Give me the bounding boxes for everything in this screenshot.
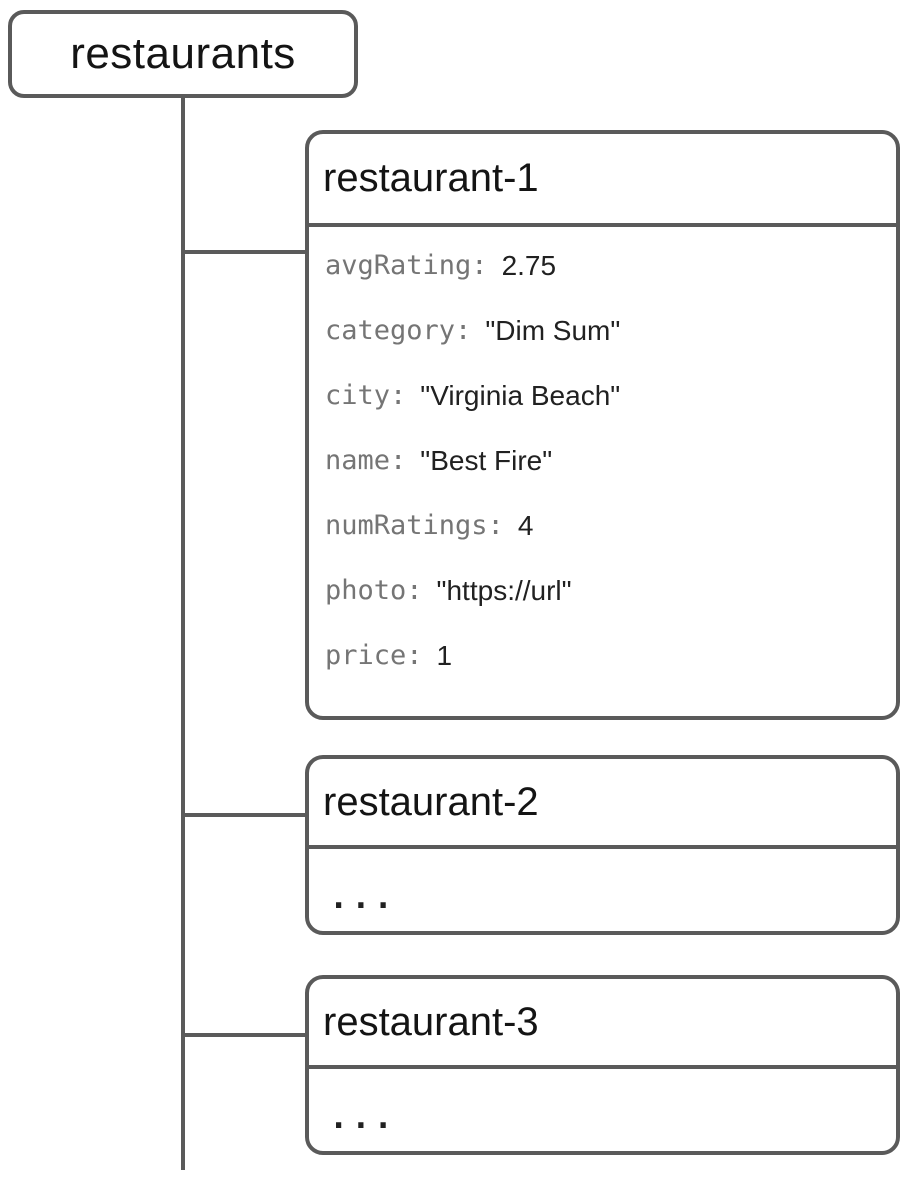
node-fields-collapsed: ... xyxy=(309,1069,896,1151)
field-value: 1 xyxy=(436,639,453,671)
node-header: restaurant-3 xyxy=(309,979,896,1069)
field-key: avgRating: xyxy=(325,250,488,281)
node-restaurant-1: restaurant-1 avgRating: 2.75 category: "… xyxy=(305,130,900,720)
collapsed-fields-ellipsis: ... xyxy=(329,1098,396,1136)
node-fields-collapsed: ... xyxy=(309,849,896,931)
tree-branch-line-2 xyxy=(183,813,309,817)
field-key: photo: xyxy=(325,575,423,606)
field-key: category: xyxy=(325,315,472,346)
field-value: "Virginia Beach" xyxy=(420,379,621,411)
field-row: category: "Dim Sum" xyxy=(325,298,896,363)
field-key: numRatings: xyxy=(325,510,504,541)
node-restaurants: restaurants xyxy=(8,10,358,98)
field-row: avgRating: 2.75 xyxy=(325,233,896,298)
field-value: "Best Fire" xyxy=(420,444,553,476)
field-row: city: "Virginia Beach" xyxy=(325,363,896,428)
node-header: restaurant-2 xyxy=(309,759,896,849)
field-key: city: xyxy=(325,380,407,411)
node-restaurant-2: restaurant-2 ... xyxy=(305,755,900,935)
field-row: name: "Best Fire" xyxy=(325,428,896,493)
tree-branch-line-1 xyxy=(183,250,309,254)
field-value: 4 xyxy=(517,509,534,541)
node-title: restaurant-1 xyxy=(323,156,539,200)
node-title: restaurant-2 xyxy=(323,779,539,824)
node-header: restaurant-1 xyxy=(309,134,896,227)
node-title: restaurant-3 xyxy=(323,999,539,1044)
field-key: name: xyxy=(325,445,407,476)
tree-branch-line-3 xyxy=(183,1033,309,1037)
field-row: price: 1 xyxy=(325,623,896,688)
collapsed-fields-ellipsis: ... xyxy=(329,878,396,916)
field-row: numRatings: 4 xyxy=(325,493,896,558)
field-value: "https://url" xyxy=(436,574,572,606)
field-value: "Dim Sum" xyxy=(485,314,621,346)
node-restaurant-3: restaurant-3 ... xyxy=(305,975,900,1155)
field-value: 2.75 xyxy=(501,249,557,281)
field-row: photo: "https://url" xyxy=(325,558,896,623)
root-collection-label: restaurants xyxy=(70,29,296,78)
node-fields: avgRating: 2.75 category: "Dim Sum" city… xyxy=(309,227,896,688)
tree-trunk-line xyxy=(181,97,185,1170)
field-key: price: xyxy=(325,640,423,671)
